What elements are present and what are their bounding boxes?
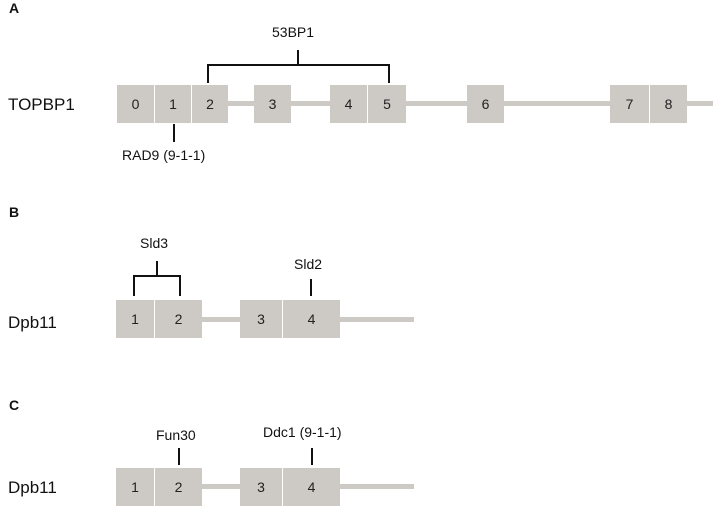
dpb11-b-domain-3: 3 <box>240 300 282 338</box>
ddc1-tick <box>311 448 313 465</box>
protein-name-dpb11-c: Dpb11 <box>8 478 57 497</box>
bracket-sld3-left-leg <box>133 275 135 296</box>
bracket-53bp1-right-leg <box>388 64 390 83</box>
protein-name-topbp1: TOPBP1 <box>8 95 75 114</box>
partner-sld3-label: Sld3 <box>140 235 169 251</box>
fun30-tick <box>178 448 180 465</box>
panel-c-label: C <box>9 397 20 413</box>
topbp1-domain-3: 3 <box>254 85 291 123</box>
partner-fun30-label: Fun30 <box>156 427 196 443</box>
panel-b-label: B <box>9 204 20 220</box>
bracket-53bp1-bar <box>207 64 390 66</box>
topbp1-domain-0: 0 <box>117 85 154 123</box>
bracket-sld3-stem <box>156 261 158 275</box>
partner-sld2-label: Sld2 <box>294 256 323 272</box>
dpb11-b-domain-1: 1 <box>116 300 154 338</box>
topbp1-domain-2: 2 <box>191 85 228 123</box>
dpb11-b-domain-4: 4 <box>282 300 340 338</box>
partner-ddc1-label: Ddc1 (9-1-1) <box>263 424 342 440</box>
bracket-sld3-right-leg <box>179 275 181 296</box>
topbp1-domain-7: 7 <box>610 85 649 123</box>
topbp1-domain-5: 5 <box>367 85 406 123</box>
bracket-53bp1-left-leg <box>207 64 209 83</box>
dpb11-b-domain-2: 2 <box>154 300 202 338</box>
topbp1-backbone <box>117 101 713 106</box>
dpb11-c-domain-4: 4 <box>282 468 340 506</box>
protein-name-dpb11-b: Dpb11 <box>8 313 57 332</box>
topbp1-domain-8: 8 <box>649 85 687 123</box>
partner-rad9-label: RAD9 (9-1-1) <box>122 147 206 163</box>
sld2-tick <box>310 279 312 296</box>
dpb11-c-domain-1: 1 <box>116 468 154 506</box>
partner-53bp1-label: 53BP1 <box>272 24 315 40</box>
rad9-tick <box>173 124 175 142</box>
topbp1-domain-6: 6 <box>467 85 504 123</box>
topbp1-domain-4: 4 <box>330 85 367 123</box>
dpb11-c-domain-2: 2 <box>154 468 202 506</box>
topbp1-domain-1: 1 <box>154 85 191 123</box>
panel-a-label: A <box>9 0 20 16</box>
bracket-53bp1-stem <box>297 50 299 64</box>
bracket-sld3-bar <box>133 275 181 277</box>
dpb11-c-domain-3: 3 <box>240 468 282 506</box>
